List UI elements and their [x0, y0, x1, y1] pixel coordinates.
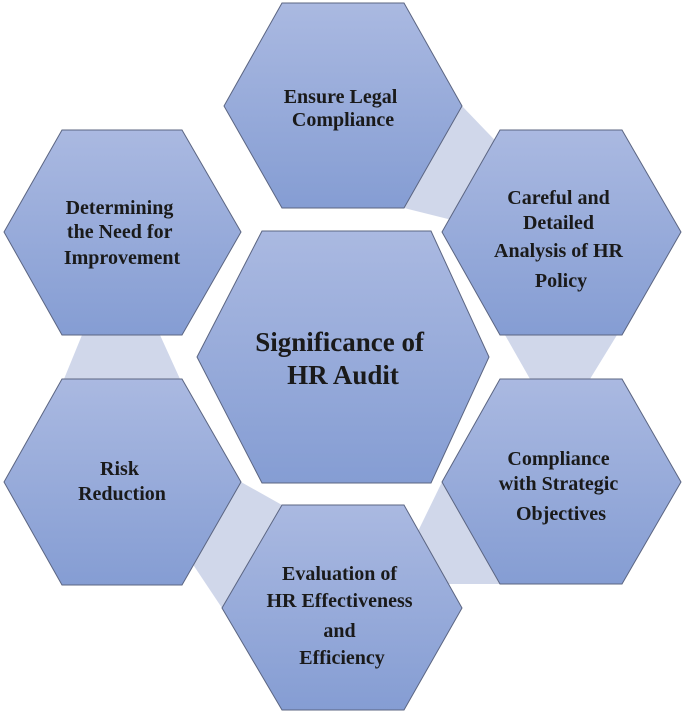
hex-label: Careful and Detailed Analysis of HR Poli… [494, 187, 628, 292]
hexagon-shape [221, 504, 463, 711]
hexagon-shape [441, 129, 682, 336]
hex-center: Significance of HR Audit [196, 230, 490, 484]
connector-upper-right-to-lower-right [505, 335, 617, 379]
hex-label: Compliance with Strategic Objectives [499, 448, 623, 525]
hexagon-shape [441, 378, 682, 585]
hex-label: Ensure Legal Compliance [284, 86, 403, 131]
hex-lower-right: Compliance with Strategic Objectives [441, 378, 682, 585]
hex-label: Determining the Need for Improvement [64, 197, 181, 269]
hexagon-shape [196, 230, 490, 484]
hex-upper-left: Determining the Need for Improvement [3, 129, 242, 336]
hexagon-shape [3, 378, 242, 586]
hex-label: Risk Reduction [78, 458, 166, 505]
connector-lower-left-to-upper-left [64, 335, 180, 379]
hexagon-shape [223, 2, 463, 209]
connector-bottom-to-lower-left [190, 482, 282, 608]
hexagon-shape [3, 129, 242, 336]
hex-label: Evaluation of HR Effectiveness and Effic… [266, 563, 417, 669]
hex-top: Ensure Legal Compliance [223, 2, 463, 209]
hex-upper-right: Careful and Detailed Analysis of HR Poli… [441, 129, 682, 336]
center-title: Significance of HR Audit [255, 327, 431, 390]
hex-lower-left: Risk Reduction [3, 378, 242, 586]
hex-bottom: Evaluation of HR Effectiveness and Effic… [221, 504, 463, 711]
